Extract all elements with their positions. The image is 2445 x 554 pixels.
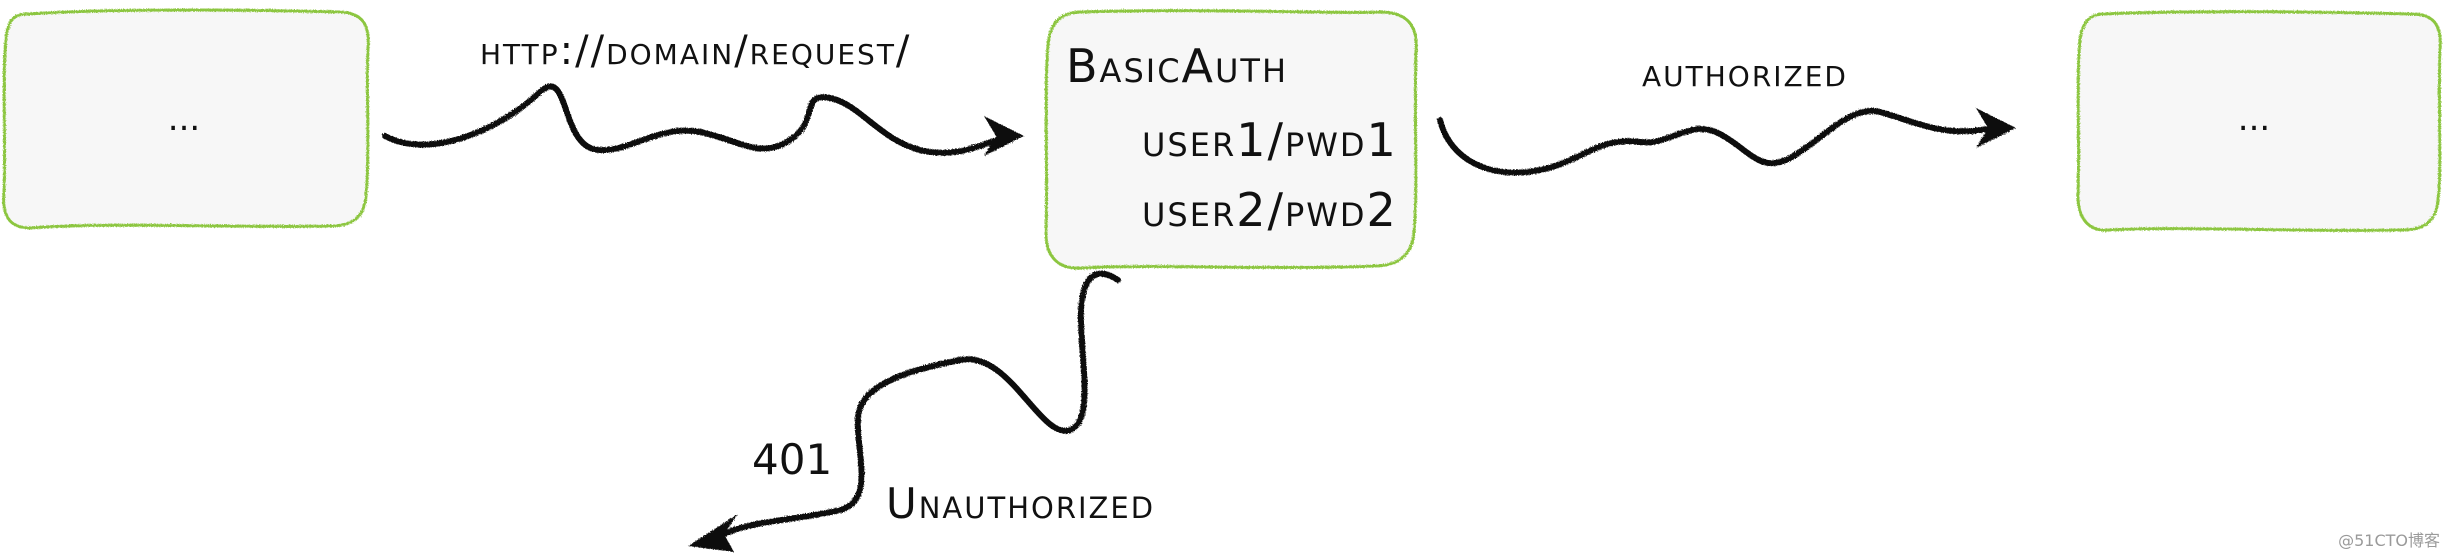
credential-user1: user1/pwd1 bbox=[1142, 113, 1398, 167]
unauthorized-label: Unauthorized bbox=[886, 479, 1155, 528]
backend-box bbox=[2076, 10, 2442, 232]
unauthorized-arrow-head bbox=[688, 514, 738, 552]
basicauth-title: BasicAuth bbox=[1066, 39, 1288, 93]
backend-label: ... bbox=[2238, 99, 2270, 139]
request-arrow-head bbox=[984, 116, 1024, 156]
client-label: ... bbox=[168, 99, 200, 139]
authorized-arrow-line bbox=[1437, 107, 2007, 176]
client-node: ... bbox=[2, 8, 370, 230]
credential-user2: user2/pwd2 bbox=[1142, 183, 1398, 237]
basicauth-node: BasicAuth user1/pwd1 user2/pwd2 bbox=[1044, 9, 1418, 270]
request-arrow: http://domain/request/ bbox=[382, 28, 1024, 156]
client-box bbox=[2, 8, 370, 230]
watermark: @51CTO博客 bbox=[2338, 531, 2440, 550]
unauthorized-arrow-line bbox=[717, 270, 1121, 539]
backend-node: ... bbox=[2076, 10, 2442, 232]
request-arrow-line bbox=[382, 83, 1013, 156]
authorized-label: authorized bbox=[1642, 50, 1848, 96]
basicauth-box bbox=[1044, 9, 1418, 270]
authorized-arrow-head bbox=[1976, 108, 2016, 148]
unauthorized-code: 401 bbox=[752, 435, 832, 484]
authorized-arrow: authorized bbox=[1437, 50, 2016, 176]
request-label: http://domain/request/ bbox=[480, 28, 911, 74]
unauthorized-arrow: 401 Unauthorized bbox=[688, 270, 1155, 552]
